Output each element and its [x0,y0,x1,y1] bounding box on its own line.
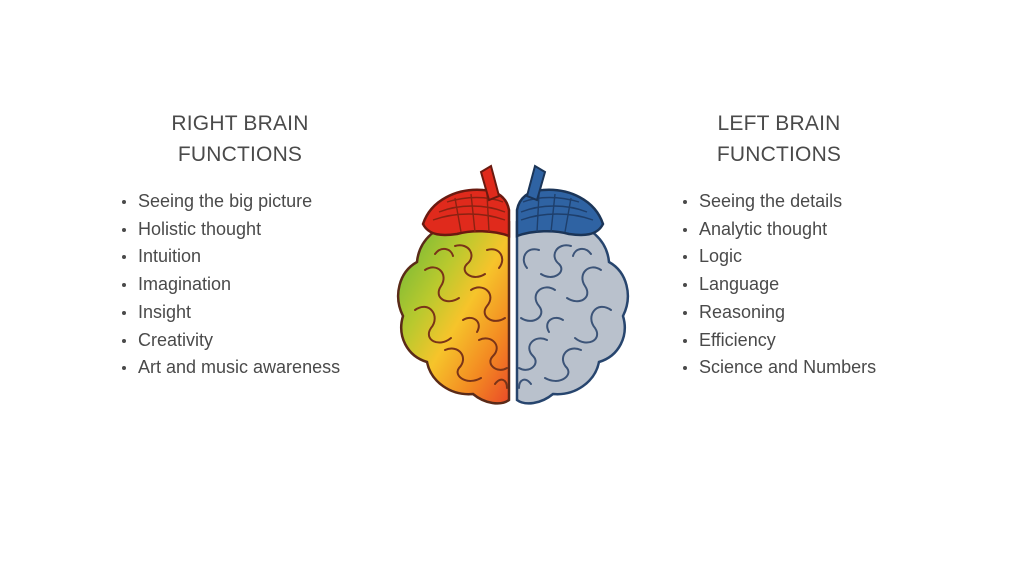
left-brain-function-list: Seeing the details Analytic thought Logi… [679,188,929,382]
right-brain-title: RIGHT BRAIN FUNCTIONS [118,108,362,170]
right-brain-function-list: Seeing the big picture Holistic thought … [118,188,368,382]
list-item: Intuition [118,243,368,271]
list-item: Efficiency [679,327,929,355]
list-item: Seeing the big picture [118,188,368,216]
list-item: Insight [118,299,368,327]
left-brain-title-line1: LEFT BRAIN [717,112,841,135]
right-brain-title-line2: FUNCTIONS [177,143,303,166]
list-item: Reasoning [679,299,929,327]
list-item: Seeing the details [679,188,929,216]
list-item: Logic [679,243,929,271]
brain-icon [396,164,630,405]
left-stem [525,164,547,202]
left-brain-title: LEFT BRAIN FUNCTIONS [679,108,879,170]
list-item: Art and music awareness [118,354,368,382]
list-item: Creativity [118,327,368,355]
list-item: Analytic thought [679,216,929,244]
right-brain-panel: RIGHT BRAIN FUNCTIONS Seeing the big pic… [118,108,368,382]
list-item: Holistic thought [118,216,368,244]
left-brain-title-line2: FUNCTIONS [716,143,842,166]
right-stem [479,164,501,202]
list-item: Imagination [118,271,368,299]
left-brain-panel: LEFT BRAIN FUNCTIONS Seeing the details … [679,108,929,382]
list-item: Language [679,271,929,299]
right-brain-title-line1: RIGHT BRAIN [171,112,309,135]
list-item: Science and Numbers [679,354,929,382]
brain-illustration [375,150,650,425]
